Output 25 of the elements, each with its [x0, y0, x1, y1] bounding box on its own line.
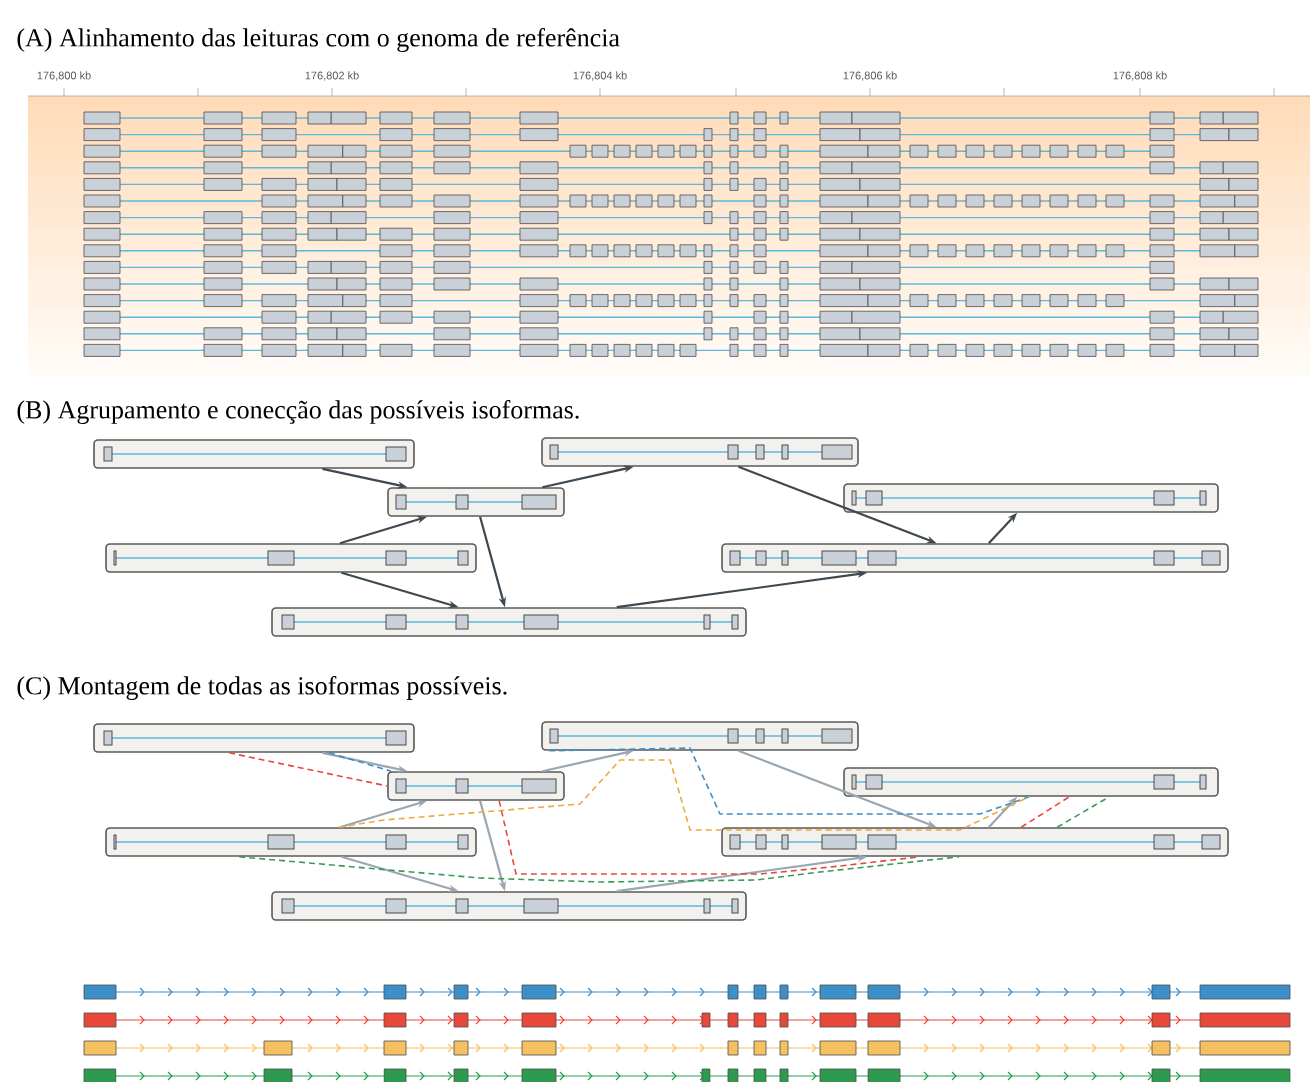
transcript-box — [271, 891, 747, 921]
transcript-box — [271, 607, 747, 637]
dashed-path — [498, 800, 920, 875]
transcript-box — [721, 543, 1229, 573]
transcript-box — [721, 827, 1229, 857]
heading: (C) Montagem de todas as isoformas possíveis. — [17, 676, 507, 700]
transcript-box — [105, 827, 477, 857]
dashed-path — [238, 856, 960, 883]
transcript-box — [541, 437, 859, 467]
dashed-path — [328, 752, 392, 772]
transcript-box — [93, 723, 415, 753]
heading: (A) Alinhamento das leituras com o genoma de referência — [17, 28, 620, 52]
transcript-box — [387, 771, 565, 801]
transcript-box — [843, 767, 1219, 797]
transcript-box — [541, 721, 859, 751]
transcript-box — [387, 487, 565, 517]
transcript-box — [93, 439, 415, 469]
dashed-path — [1056, 796, 1110, 828]
transcript-box — [105, 543, 477, 573]
dashed-path — [548, 747, 1030, 815]
dashed-path — [228, 752, 388, 787]
dashed-path — [1020, 796, 1070, 828]
transcript-box — [843, 483, 1219, 513]
heading: (B) Agrupamento e conecção das possíveis isoformas. — [17, 400, 579, 424]
dashed-path — [338, 759, 1030, 831]
